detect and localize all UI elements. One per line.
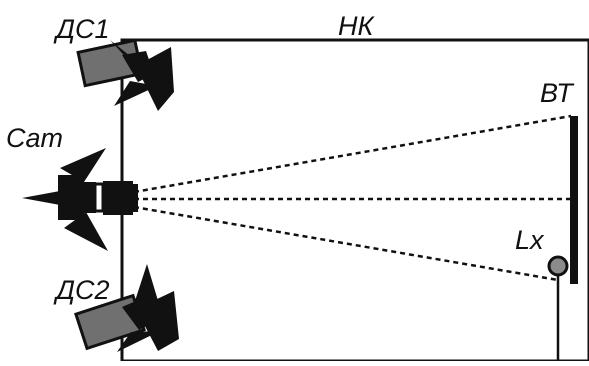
light-source-2 — [74, 264, 179, 352]
label-target: ВТ — [540, 78, 575, 108]
label-room: НК — [338, 11, 375, 41]
spotlight-icon — [76, 38, 174, 111]
camera-icon — [22, 148, 138, 251]
label-light-source-1: ДС1 — [53, 14, 110, 44]
label-camera: Cam — [6, 123, 63, 153]
room-enclosure — [120, 38, 589, 363]
label-light-sensor: Lx — [515, 225, 545, 255]
spotlight-icon — [74, 264, 179, 352]
light-sensor-icon — [547, 255, 569, 361]
light-source-1 — [76, 38, 174, 111]
dashed-line-lower — [133, 205, 559, 282]
dashed-line-upper — [133, 114, 572, 194]
camera — [22, 148, 138, 251]
light-sensor — [547, 255, 569, 361]
label-light-source-2: ДС2 — [53, 275, 110, 305]
target-board — [570, 116, 578, 284]
